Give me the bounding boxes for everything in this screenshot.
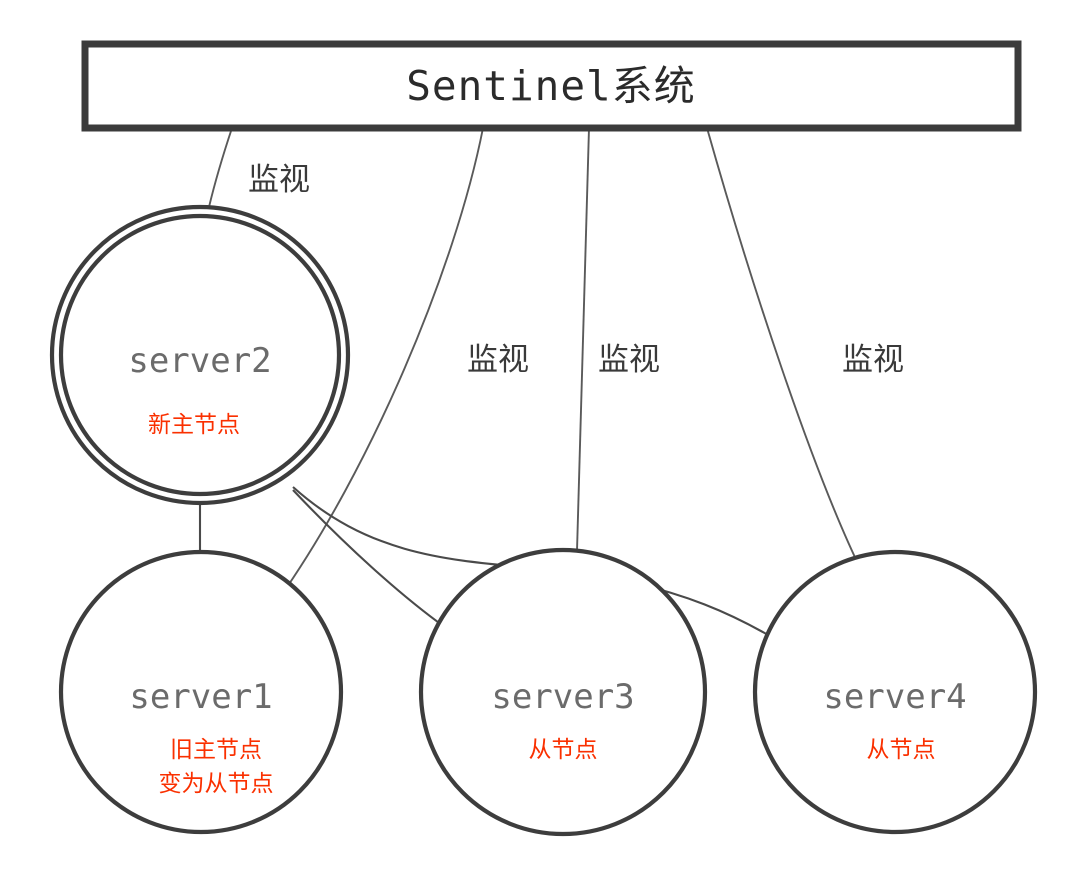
- node-server4-role-line-0: 从节点: [867, 737, 936, 763]
- node-server2-inner-ring: [58, 213, 342, 497]
- edge-sentinel-to-server3: [576, 127, 590, 552]
- node-server3-outer-ring: [418, 547, 708, 837]
- sentinel-box[interactable]: Sentinel系统: [81, 40, 1022, 132]
- node-server1-label: server1: [129, 677, 272, 717]
- node-server4-label: server4: [823, 677, 966, 717]
- edge-sentinel-to-server2: [208, 127, 233, 208]
- edge-server2-to-server3: [292, 489, 447, 629]
- edge-sentinel-to-server4: [706, 127, 863, 573]
- edge-label-monitor-server3: 监视: [598, 342, 660, 378]
- edge-label-monitor-server2: 监视: [248, 162, 310, 198]
- monitor-edges-group: [208, 127, 863, 601]
- node-server1-outer-ring: [58, 549, 344, 835]
- sentinel-box-rect: [81, 40, 1022, 132]
- node-server3-role-line-0: 从节点: [529, 737, 598, 763]
- node-server2-role-line-0: 新主节点: [148, 412, 240, 438]
- edge-labels-group: 监视 监视 监视 监视: [248, 162, 904, 378]
- node-server4[interactable]: server4 从节点: [752, 549, 1038, 835]
- node-server2[interactable]: server2 新主节点: [49, 204, 351, 506]
- node-server1-role-line-0: 旧主节点: [170, 737, 262, 763]
- node-server3-label: server3: [491, 677, 634, 717]
- node-server1[interactable]: server1 旧主节点 变为从节点: [58, 549, 344, 835]
- edge-sentinel-to-server1: [277, 127, 484, 601]
- node-server1-role-line-1: 变为从节点: [159, 771, 274, 797]
- sentinel-title: Sentinel系统: [406, 62, 695, 110]
- node-server2-outer-ring: [49, 204, 351, 506]
- edge-label-monitor-server1: 监视: [467, 342, 529, 378]
- node-server4-outer-ring: [752, 549, 1038, 835]
- edge-label-monitor-server4: 监视: [842, 342, 904, 378]
- node-server3[interactable]: server3 从节点: [418, 547, 708, 837]
- node-server2-label: server2: [128, 341, 271, 381]
